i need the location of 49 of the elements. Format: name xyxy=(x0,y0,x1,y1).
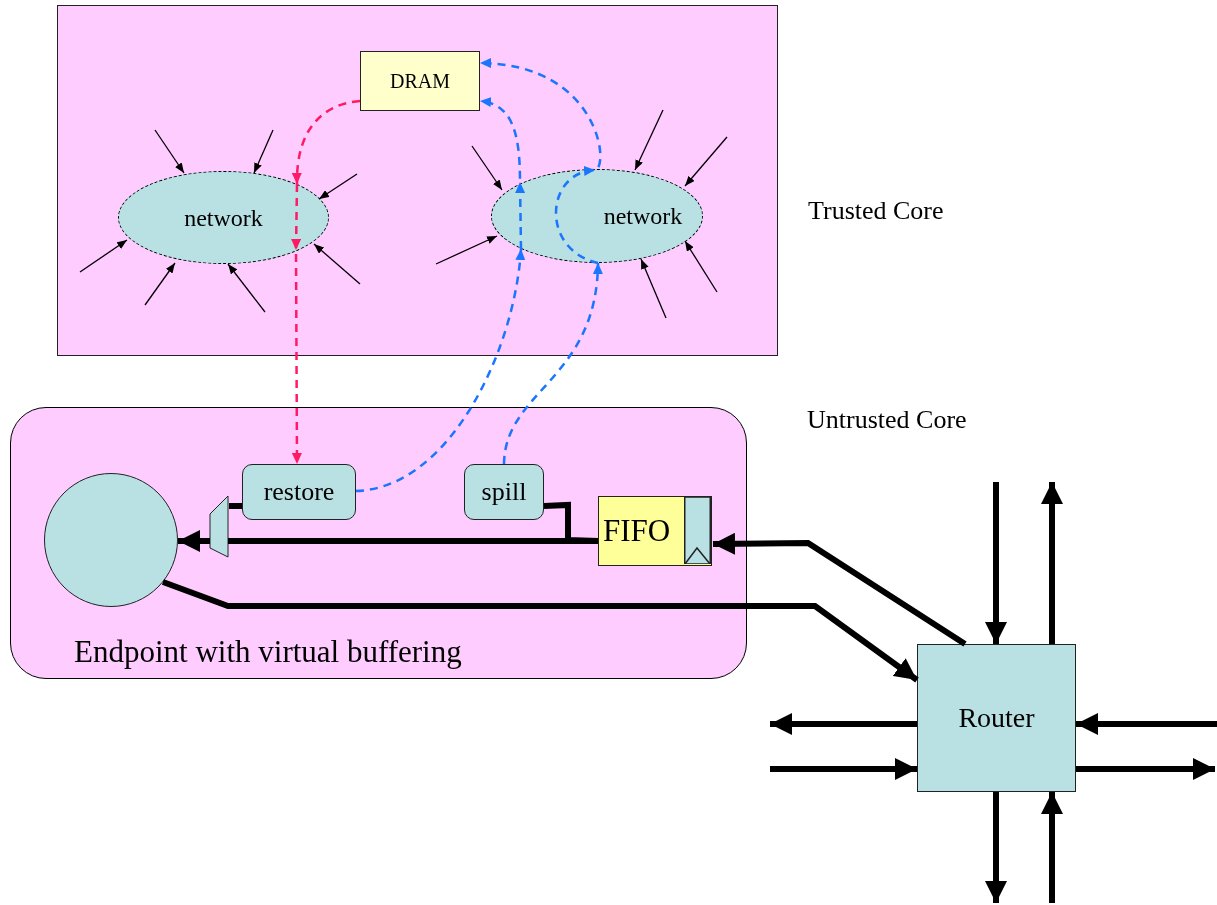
box-label: network xyxy=(603,202,683,230)
arrow xyxy=(985,792,1007,903)
box-label: DRAM xyxy=(390,69,450,93)
arrow xyxy=(634,109,664,171)
panel-caption: Endpoint with virtual buffering xyxy=(74,634,462,670)
arrow xyxy=(1076,758,1215,780)
fifo-box xyxy=(598,496,712,566)
panel-title: Trusted Core xyxy=(808,196,944,226)
box-label: spill xyxy=(481,477,527,507)
arrow xyxy=(154,129,185,174)
arrow xyxy=(985,482,1007,644)
arrow xyxy=(435,235,498,265)
connector-line xyxy=(543,501,599,544)
restore-box xyxy=(242,464,356,520)
box-label: network xyxy=(184,204,263,231)
arrow xyxy=(471,145,503,191)
arrow xyxy=(770,713,917,735)
arrow xyxy=(178,530,210,552)
arrow xyxy=(161,579,919,683)
arrow xyxy=(79,239,128,273)
arrow xyxy=(502,262,603,465)
multiplexer-symbol xyxy=(209,495,229,558)
arrow xyxy=(1041,482,1063,644)
router-box xyxy=(917,644,1076,792)
arrow xyxy=(684,136,728,187)
arrow xyxy=(640,258,667,319)
box-label: FIFO xyxy=(603,513,671,549)
arrow xyxy=(291,183,302,464)
arrow xyxy=(770,758,917,780)
arrow xyxy=(318,173,358,200)
arrow xyxy=(144,262,176,306)
box-label: Router xyxy=(958,702,1035,734)
connector-line xyxy=(229,503,242,509)
arrow xyxy=(479,58,602,265)
box-label: restore xyxy=(263,477,335,507)
arrow xyxy=(479,97,525,249)
arrow xyxy=(712,532,967,647)
arrow xyxy=(1041,792,1063,903)
arrow xyxy=(253,129,274,174)
spill-box xyxy=(464,464,544,520)
arrow xyxy=(355,248,525,493)
region-label: Untrusted Core xyxy=(807,405,967,435)
endpoint-panel xyxy=(10,407,747,679)
arrow xyxy=(684,240,718,293)
arrow xyxy=(313,243,361,285)
arrow xyxy=(1076,713,1217,735)
arrow xyxy=(227,263,266,313)
arrow xyxy=(292,99,361,185)
dram-box xyxy=(360,51,480,111)
